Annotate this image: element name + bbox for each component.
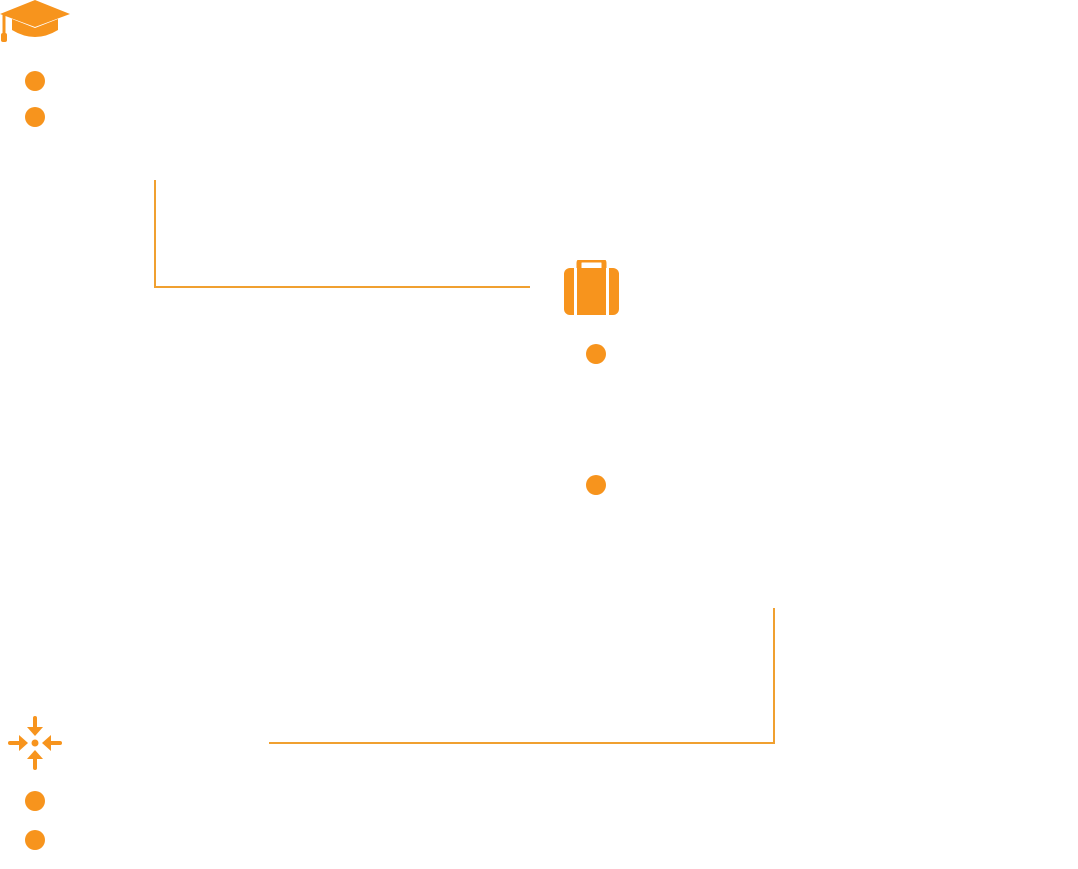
connector-line-1-horizontal bbox=[154, 286, 530, 288]
arrows-converge-icon bbox=[8, 716, 62, 770]
work-bullet-2 bbox=[586, 475, 606, 495]
connector-line-1-vertical bbox=[154, 180, 156, 288]
suitcase-icon bbox=[564, 257, 619, 315]
connector-line-2-vertical bbox=[773, 608, 775, 744]
connector-line-2-horizontal bbox=[269, 742, 775, 744]
skills-bullet-1 bbox=[25, 791, 45, 811]
work-bullet-1 bbox=[586, 344, 606, 364]
graduation-cap-icon bbox=[0, 0, 70, 44]
education-bullet-1 bbox=[25, 71, 45, 91]
education-bullet-2 bbox=[25, 107, 45, 127]
skills-bullet-2 bbox=[25, 830, 45, 850]
